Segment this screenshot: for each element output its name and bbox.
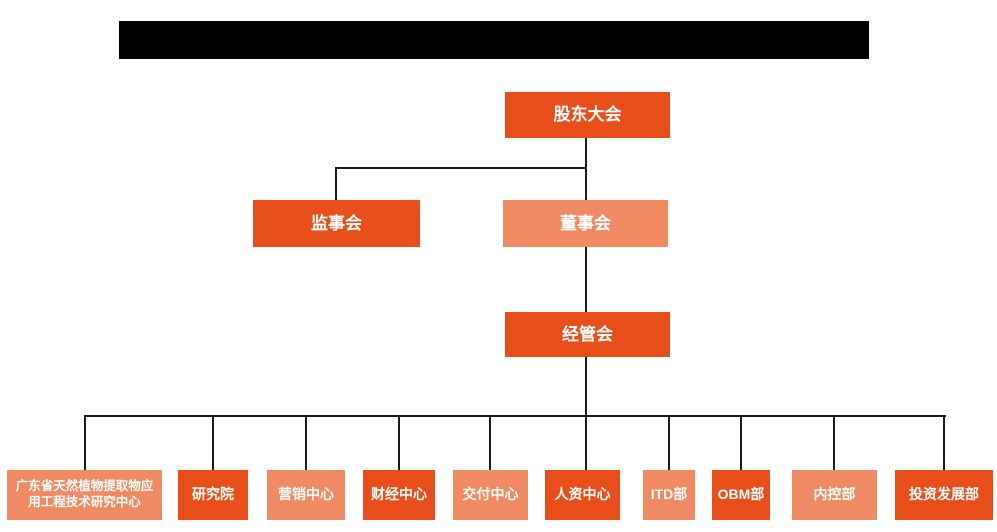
org-node-board-of-directors: 董事会 <box>503 200 668 247</box>
connector-management-to-bus <box>585 357 587 416</box>
org-node-delivery-center: 交付中心 <box>453 470 528 520</box>
org-node-hr-center: 人资中心 <box>545 470 620 520</box>
connector-bus-horizontal <box>84 415 946 417</box>
connector-drop-research-institute <box>212 415 214 470</box>
connector-branch-horizontal <box>335 167 587 169</box>
org-node-finance-center: 财经中心 <box>363 470 435 520</box>
org-node-label: 监事会 <box>311 213 362 233</box>
org-node-itd-dept: ITD部 <box>643 470 695 520</box>
org-node-label: 董事会 <box>560 213 611 233</box>
org-node-label: 经管会 <box>562 324 613 344</box>
org-node-label: 人资中心 <box>554 486 611 503</box>
connector-to-supervisory <box>335 167 337 200</box>
connector-drop-marketing <box>305 415 307 470</box>
org-node-label: 营销中心 <box>278 486 334 503</box>
org-node-internal-control-dept: 内控部 <box>792 470 877 520</box>
org-node-label: 广东省天然植物提取物应用工程技术研究中心 <box>15 479 154 509</box>
redacted-title-block <box>119 21 869 59</box>
connector-board-to-management <box>585 247 587 312</box>
org-node-management-committee: 经管会 <box>505 312 670 357</box>
connector-drop-hr <box>585 415 587 470</box>
org-node-research-center: 广东省天然植物提取物应用工程技术研究中心 <box>7 470 162 520</box>
org-node-label: 内控部 <box>813 486 856 503</box>
connector-drop-itd <box>668 415 670 470</box>
org-node-label: OBM部 <box>717 486 765 503</box>
org-node-label: 交付中心 <box>462 486 519 503</box>
connector-drop-finance <box>398 415 400 470</box>
org-node-research-institute: 研究院 <box>178 470 248 520</box>
org-node-marketing-center: 营销中心 <box>267 470 345 520</box>
org-node-label: ITD部 <box>650 486 688 503</box>
org-node-label: 研究院 <box>192 486 234 503</box>
org-node-label: 财经中心 <box>371 486 427 503</box>
org-node-shareholders-meeting: 股东大会 <box>505 92 670 138</box>
connector-shareholders-to-board <box>585 138 587 200</box>
connector-drop-internal-control <box>833 415 835 470</box>
org-node-obm-dept: OBM部 <box>712 470 770 520</box>
org-node-label: 投资发展部 <box>909 486 979 503</box>
org-node-supervisory-board: 监事会 <box>253 200 420 247</box>
org-node-label: 股东大会 <box>553 105 622 125</box>
org-node-investment-dev-dept: 投资发展部 <box>895 470 993 520</box>
connector-drop-obm <box>740 415 742 470</box>
connector-drop-investment <box>943 415 945 470</box>
connector-drop-research-center <box>84 415 86 470</box>
connector-drop-delivery <box>489 415 491 470</box>
